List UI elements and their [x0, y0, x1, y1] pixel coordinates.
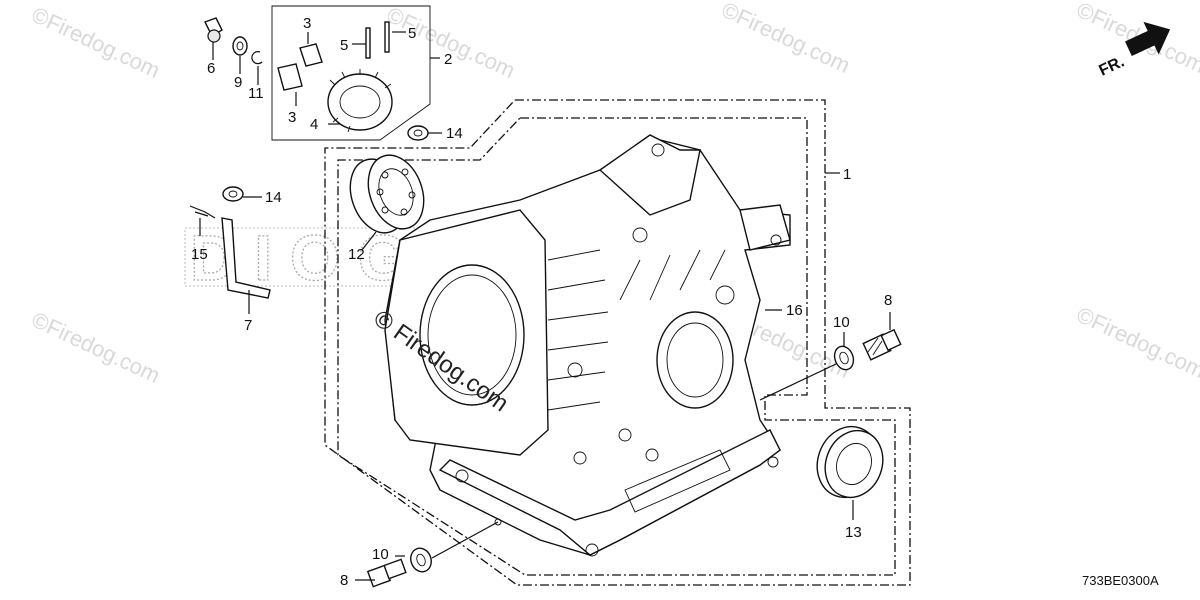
- ball-bearing-12: [349, 154, 425, 234]
- callout-16: 16: [786, 302, 803, 319]
- oil-seal-13: [816, 425, 884, 499]
- callout-6: 6: [207, 60, 215, 77]
- callout-14-upper: 14: [446, 125, 463, 142]
- front-label: FR.: [1097, 53, 1128, 79]
- drain-bolt-lower: [366, 558, 407, 588]
- callouts: 6 9 11 3 3 4 5 5 2 14 14 15 7 12 1 16 10…: [191, 15, 892, 589]
- callout-8-upper: 8: [884, 292, 892, 309]
- callout-13: 13: [845, 524, 862, 541]
- callout-10-lower: 10: [372, 546, 389, 563]
- governor-parts-small: [189, 17, 429, 299]
- watermark-text: ©Firedog.com: [28, 307, 164, 388]
- drain-bolt-upper: [862, 328, 902, 361]
- governor-kit-box: [271, 5, 431, 141]
- callout-4: 4: [310, 116, 318, 133]
- assembly-outline-outer: [324, 99, 911, 586]
- callout-3-top: 3: [303, 15, 311, 32]
- drain-washer-lower: [410, 547, 432, 573]
- callout-10-upper: 10: [833, 314, 850, 331]
- leader-lines: [199, 31, 891, 581]
- callout-8-lower: 8: [340, 572, 348, 589]
- diagram-code: 733BE0300A: [1082, 573, 1159, 588]
- crankcase-body: [384, 134, 791, 557]
- drain-washer-upper: [833, 345, 855, 371]
- watermark-text: ©Firedog.com: [718, 0, 854, 78]
- callout-9: 9: [234, 74, 242, 91]
- callout-5-left: 5: [340, 37, 348, 54]
- callout-14-left: 14: [265, 189, 282, 206]
- callout-3-bottom: 3: [288, 109, 296, 126]
- watermark-text: ©Firedog.com: [1073, 302, 1200, 383]
- watermark-text: ©Firedog.com: [28, 2, 164, 83]
- callout-7: 7: [244, 317, 252, 334]
- callout-5-right: 5: [408, 25, 416, 42]
- callout-12: 12: [348, 246, 365, 263]
- callout-15: 15: [191, 246, 208, 263]
- callout-11: 11: [248, 85, 264, 102]
- assembly-outline-inner: [337, 117, 896, 576]
- callout-2: 2: [444, 51, 452, 68]
- callout-1: 1: [843, 166, 851, 183]
- watermark-text: ©Firedog.com: [383, 2, 519, 83]
